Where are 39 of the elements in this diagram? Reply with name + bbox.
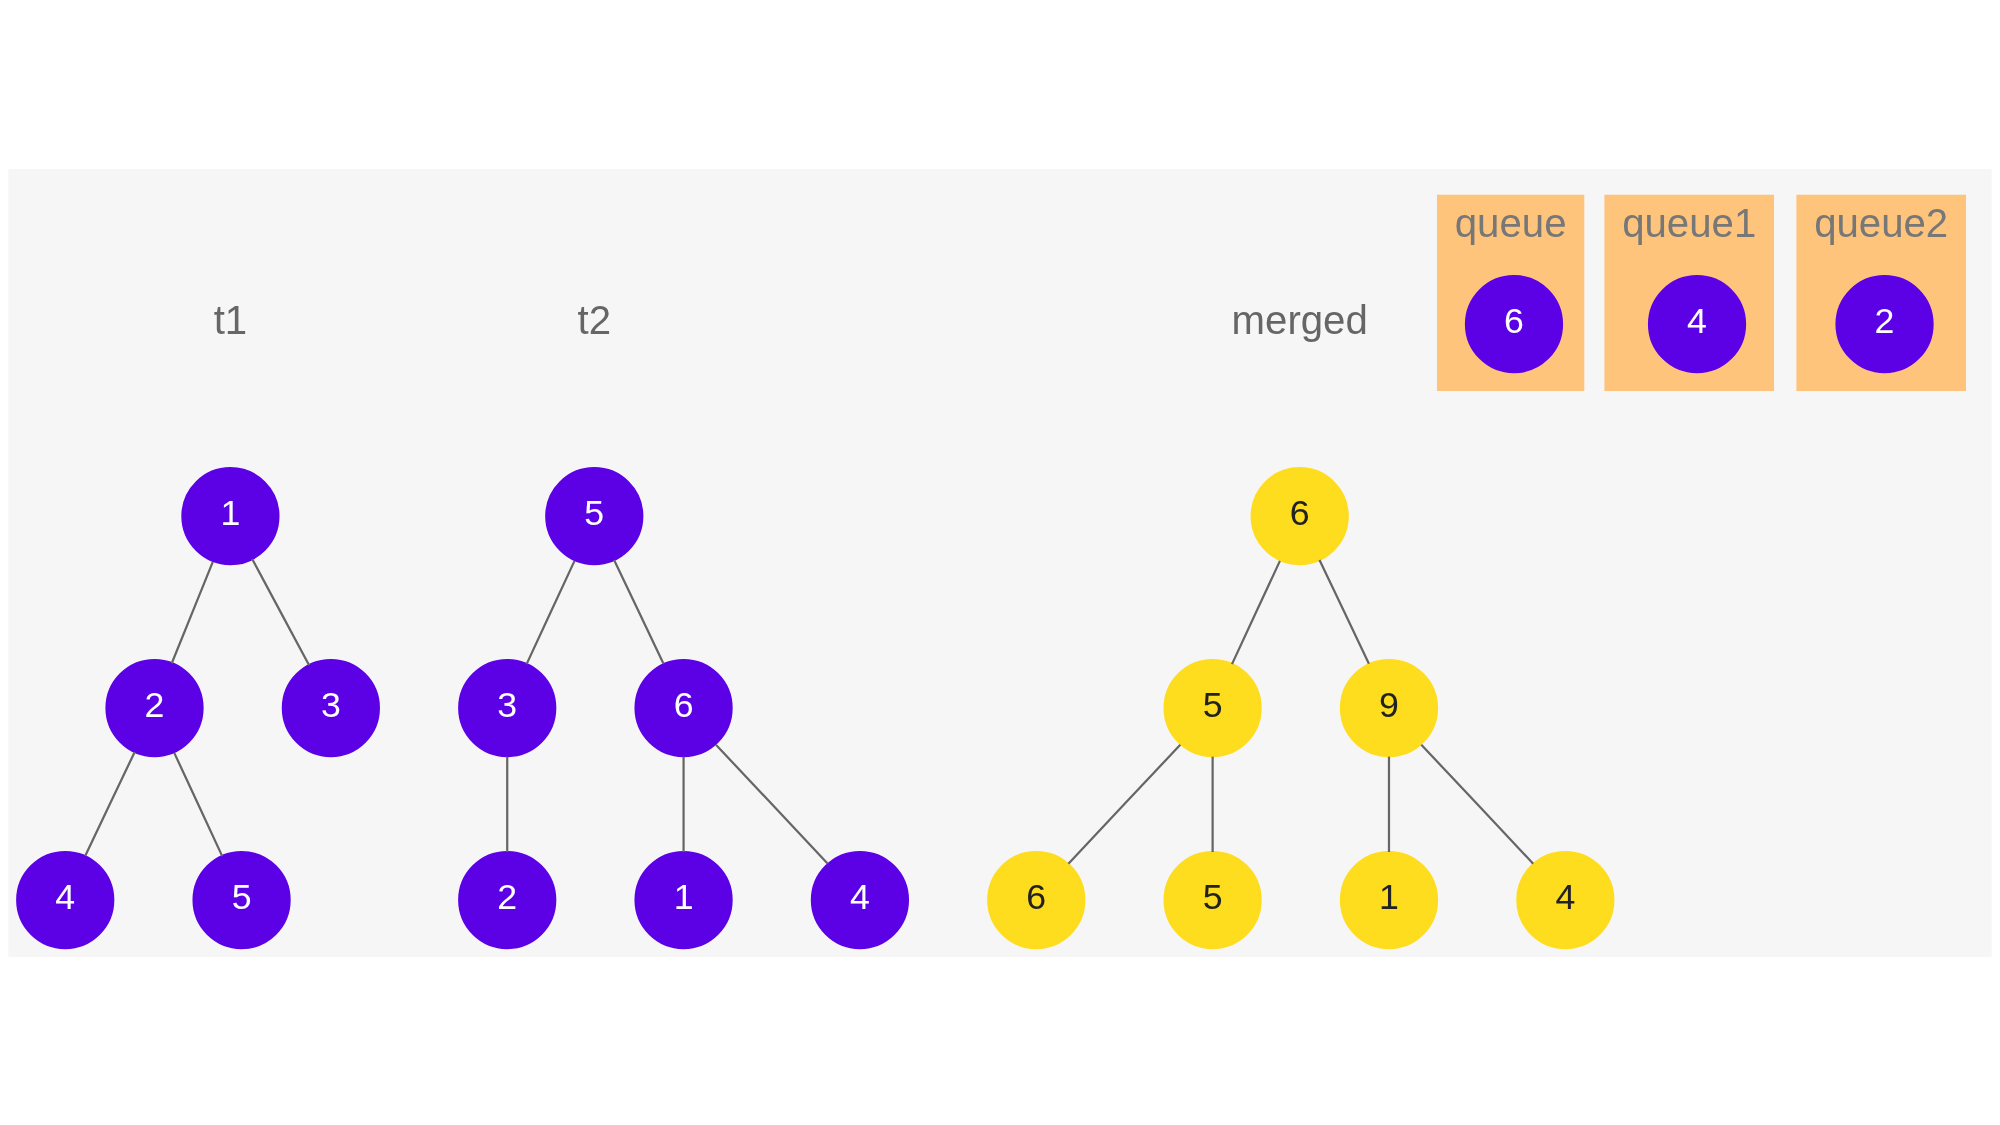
connector [613,558,665,664]
connector [1387,756,1391,852]
connector [84,750,136,856]
node-circle: 9 [1339,658,1439,757]
connector [173,751,224,857]
node-circle: 6 [987,850,1086,949]
connector [1318,559,1370,664]
node-circle: 1 [634,850,733,949]
node-circle: 3 [281,658,380,757]
node-circle: 4 [16,850,115,949]
connector [682,756,685,852]
node-circle: 2 [1835,274,1934,373]
node-circle: 4 [810,850,910,949]
connector [1231,559,1281,665]
node-circle: 5 [192,850,291,949]
node-circle: 5 [1163,658,1262,757]
node-circle: 4 [1647,274,1747,373]
node-circle: 6 [1250,466,1349,565]
node-circle: 5 [1163,850,1262,949]
connector [170,560,214,664]
node-circle: 6 [1464,274,1564,373]
label: t2 [577,297,612,343]
connector [525,559,576,665]
connector [251,558,311,666]
node-circle: 6 [634,658,733,757]
node-circle: 1 [1339,850,1439,949]
connector [1211,756,1214,852]
node-circle: 1 [181,466,280,565]
connector [1067,743,1182,864]
node-circle: 5 [545,466,644,565]
label: merged [1231,297,1368,343]
node-circle: 2 [458,850,557,949]
label: t1 [213,297,248,343]
node-circle: 4 [1516,850,1615,949]
connector [1420,743,1534,864]
connector [506,756,509,852]
node-circle: 2 [105,658,204,757]
connector [715,743,829,864]
node-circle: 3 [458,658,557,757]
